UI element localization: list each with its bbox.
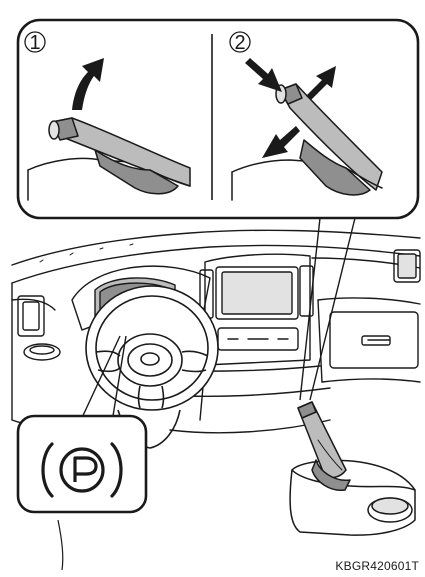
step-1-number: 1 — [29, 32, 40, 54]
step-2-number: 2 — [234, 32, 245, 54]
floor-edge-line — [58, 520, 63, 570]
parking-brake-lever — [290, 402, 415, 535]
figure-code: KBGR420601T — [335, 559, 419, 573]
